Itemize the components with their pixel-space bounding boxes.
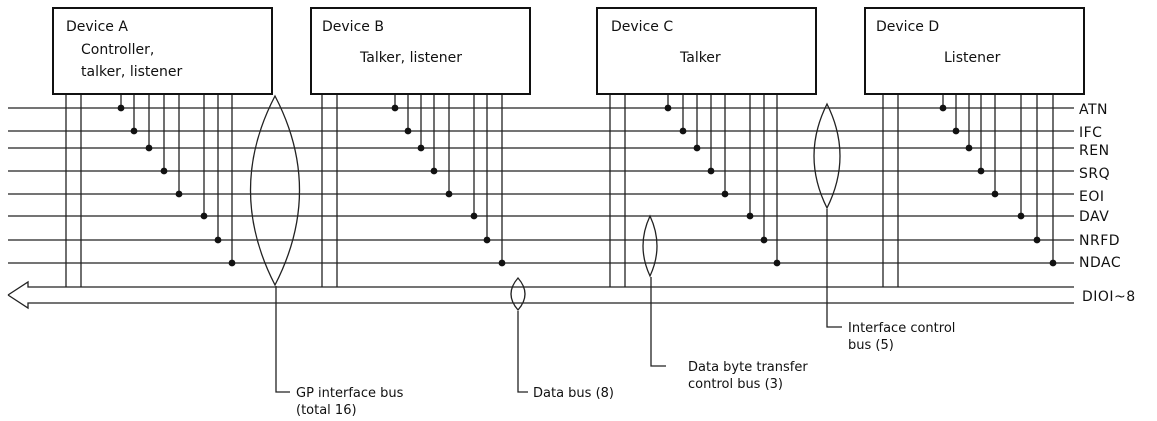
callout-data-bus: Data bus (8) [533, 386, 614, 401]
tap-dot [773, 259, 781, 267]
tap-dot [1033, 236, 1041, 244]
tap-dot [117, 104, 125, 112]
tap-dot [430, 167, 438, 175]
tap-dot [707, 167, 715, 175]
tap-dot [965, 144, 973, 152]
device-b: Device B Talker, listener [310, 7, 531, 95]
device-d: Device D Listener [864, 7, 1085, 95]
tap-dot [760, 236, 768, 244]
device-b-role: Talker, listener [359, 50, 462, 66]
device-a-name: Device A [66, 19, 128, 35]
data-bus-arrow [7, 280, 1074, 310]
tap-dot [391, 104, 399, 112]
tap-dot [721, 190, 729, 198]
signal-label-atn: ATN [1079, 102, 1108, 118]
control-bus-caption-line-2: bus (5) [848, 338, 894, 353]
tap-dot [693, 144, 701, 152]
signal-labels: ATN IFC REN SRQ EOI DAV NRFD NDAC DIOI~8 [1079, 102, 1136, 305]
device-d-name: Device D [876, 19, 939, 35]
tap-dot [160, 167, 168, 175]
tap-dot [664, 104, 672, 112]
tap-dot [470, 212, 478, 220]
device-stub-1 [321, 94, 338, 287]
gp-bus-bracket [249, 94, 301, 287]
control-bus-bracket [813, 102, 841, 210]
tap-dot [228, 259, 236, 267]
callout-leaders [275, 209, 842, 393]
device-c: Device C Talker [596, 7, 817, 95]
tap-dot [200, 212, 208, 220]
signal-label-ren: REN [1079, 143, 1110, 159]
tap-dot [417, 144, 425, 152]
callout-gp-bus: GP interface bus (total 16) [296, 386, 404, 418]
tap-dot [445, 190, 453, 198]
signal-label-nrfd: NRFD [1079, 233, 1120, 249]
tap-dot [214, 236, 222, 244]
signal-label-eoi: EOI [1079, 189, 1105, 205]
tap-dot [145, 144, 153, 152]
tap-dot [498, 259, 506, 267]
tap-dot [483, 236, 491, 244]
signal-label-ifc: IFC [1079, 125, 1102, 141]
device-a: Device A Controller, talker, listener [52, 7, 273, 95]
device-a-role-line-2: talker, listener [81, 64, 182, 80]
device-a-role-line-1: Controller, [81, 42, 154, 58]
gp-bus-caption-line-2: (total 16) [296, 403, 357, 418]
device-stub-0 [65, 94, 82, 287]
device-c-role: Talker [679, 50, 721, 66]
data-bus-bracket [510, 277, 526, 311]
signal-label-dav: DAV [1079, 209, 1109, 225]
transfer-bus-caption-line-2: control bus (3) [688, 377, 783, 392]
device-c-name: Device C [611, 19, 673, 35]
tap-dot [991, 190, 999, 198]
tap-dot [679, 127, 687, 135]
bus-lines [8, 94, 1074, 287]
tap-dot [404, 127, 412, 135]
tap-dot [977, 167, 985, 175]
signal-label-ndac: NDAC [1079, 255, 1121, 271]
device-b-name: Device B [322, 19, 384, 35]
tap-dot [1017, 212, 1025, 220]
device-taps [117, 94, 1057, 267]
signal-label-srq: SRQ [1079, 166, 1110, 182]
tap-dot [1049, 259, 1057, 267]
transfer-bus-caption-line-1: Data byte transfer [688, 360, 808, 375]
tap-dot [175, 190, 183, 198]
tap-dot [939, 104, 947, 112]
control-bus-caption-line-1: Interface control [848, 321, 955, 336]
data-bus-caption: Data bus (8) [533, 386, 614, 401]
tap-dot [952, 127, 960, 135]
gp-bus-caption-line-1: GP interface bus [296, 386, 404, 401]
signal-label-dio: DIOI~8 [1082, 289, 1136, 305]
device-d-role: Listener [944, 50, 1001, 66]
tap-dot [130, 127, 138, 135]
device-stub-3 [882, 94, 899, 287]
device-stub-2 [609, 94, 626, 287]
callout-transfer-bus: Data byte transfer control bus (3) [688, 360, 808, 392]
tap-dot [746, 212, 754, 220]
callout-control-bus: Interface control bus (5) [848, 321, 955, 353]
transfer-bus-bracket [642, 214, 658, 278]
